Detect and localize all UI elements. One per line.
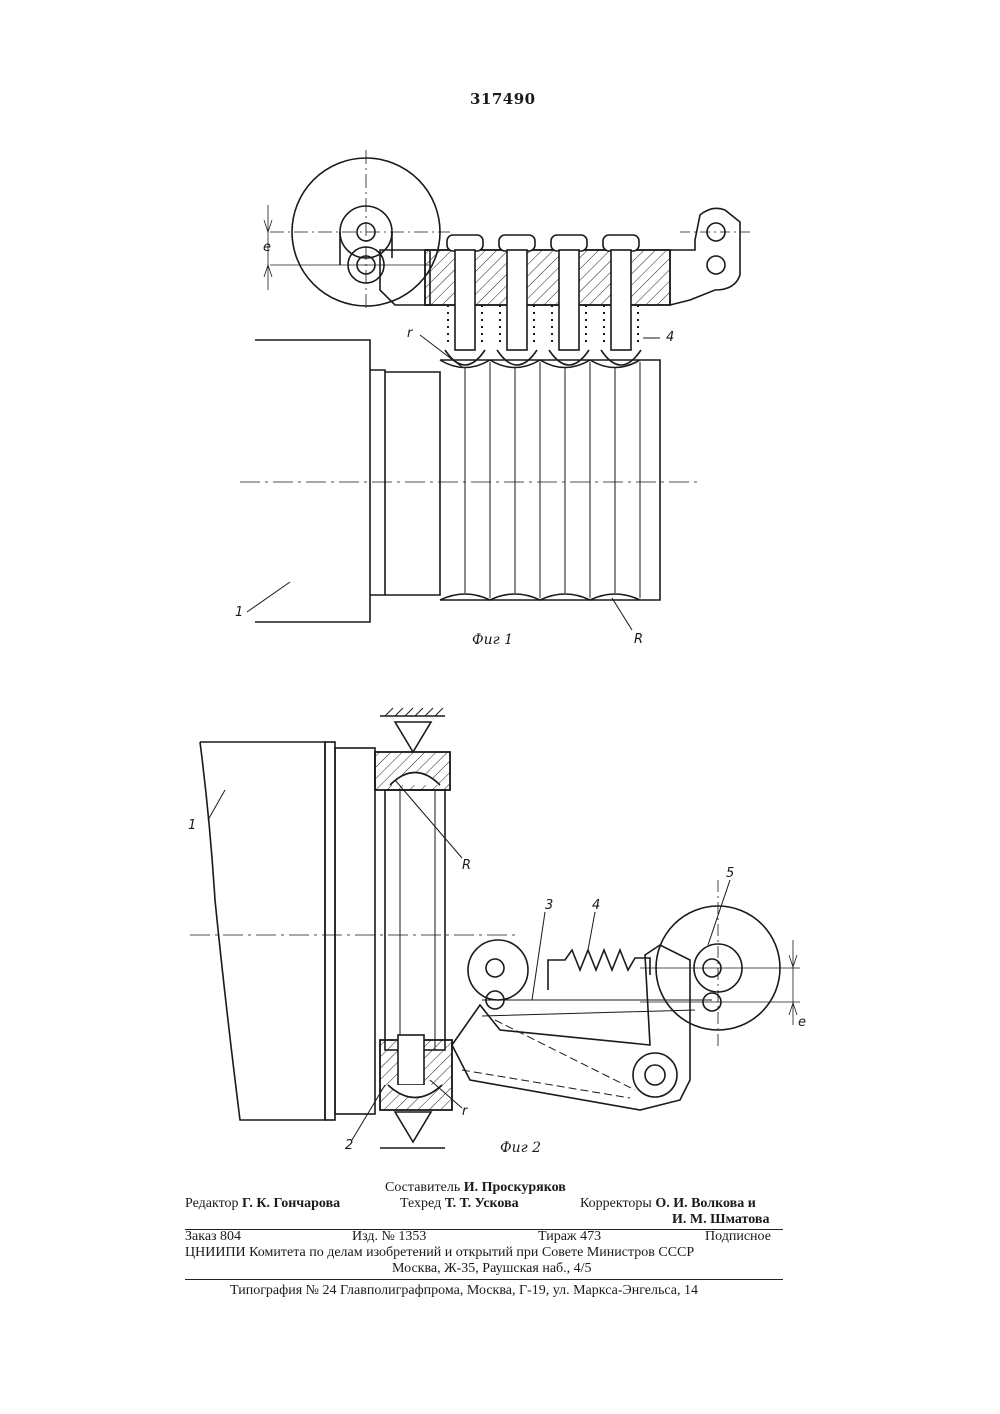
fig1-ref-1: 1	[235, 605, 243, 620]
fig2-ref-R: R	[462, 858, 471, 873]
subscription: Подписное	[705, 1229, 771, 1245]
techred-label: Техред	[400, 1196, 441, 1211]
order-number: Заказ 804	[185, 1229, 241, 1245]
fig2-ref-1: 1	[188, 818, 196, 833]
compiler-label: Составитель	[385, 1180, 460, 1195]
fig2-ref-e: е	[798, 1015, 806, 1030]
editor-name: Г. К. Гончарова	[242, 1196, 340, 1211]
circulation: Тираж 473	[538, 1229, 601, 1245]
figure-2-drawing	[190, 708, 800, 1148]
editor-line: Редактор Г. К. Гончарова	[185, 1196, 340, 1212]
correctors-line: Корректоры О. И. Волкова и	[580, 1196, 756, 1212]
fig2-caption: Фиг 2	[500, 1140, 541, 1156]
techred-name: Т. Т. Ускова	[445, 1196, 519, 1211]
fig1-ref-r: r	[407, 326, 412, 341]
printer-line: Типография № 24 Главполиграфпрома, Москв…	[230, 1283, 698, 1299]
fig2-ref-2: 2	[345, 1138, 353, 1153]
editor-label: Редактор	[185, 1196, 239, 1211]
compiler-line: Составитель И. Проскуряков	[385, 1180, 566, 1196]
fig1-ref-4: 4	[666, 330, 674, 345]
compiler-name: И. Проскуряков	[464, 1180, 566, 1195]
correctors-label: Корректоры	[580, 1196, 652, 1211]
address-line: Москва, Ж-35, Раушская наб., 4/5	[392, 1261, 592, 1277]
techred-line: Техред Т. Т. Ускова	[400, 1196, 519, 1212]
organization-line: ЦНИИПИ Комитета по делам изобретений и о…	[185, 1245, 694, 1261]
fig2-ref-5: 5	[726, 866, 734, 881]
corrector-conj: и	[748, 1196, 756, 1211]
fig2-ref-4: 4	[592, 898, 600, 913]
fig1-caption: Фиг 1	[472, 632, 513, 648]
fig2-ref-r: r	[462, 1104, 467, 1119]
fig1-ref-e: е	[263, 240, 271, 255]
fig2-ref-3: 3	[545, 898, 553, 913]
fig1-ref-R: R	[634, 632, 643, 647]
divider-bottom	[185, 1279, 783, 1280]
corrector-1: О. И. Волкова	[655, 1196, 744, 1211]
publication-number: Изд. № 1353	[352, 1229, 426, 1245]
corrector-2: И. М. Шматова	[672, 1212, 769, 1227]
corrector-2-line: И. М. Шматова	[672, 1212, 769, 1228]
divider-top	[185, 1229, 783, 1230]
